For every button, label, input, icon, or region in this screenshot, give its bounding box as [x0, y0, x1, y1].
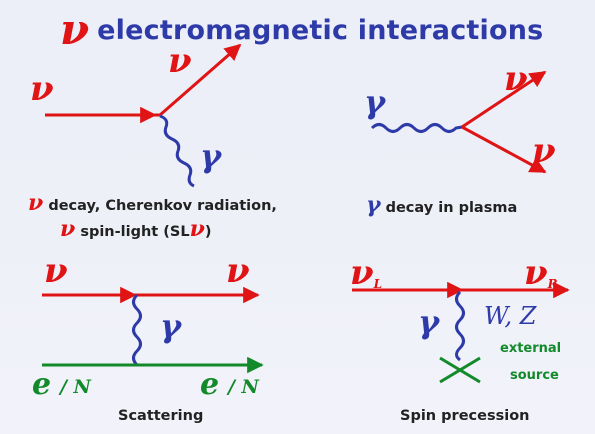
photon-wavy-line [132, 293, 142, 367]
precession-wz-label: W, Z [484, 302, 537, 330]
caption-nu-symbol: ν [189, 216, 205, 242]
caption-nu-symbol: ν [60, 216, 76, 242]
caption-text: Spin precession [400, 408, 530, 424]
caption-text: decay, Cherenkov radiation, [43, 198, 277, 214]
plasma-diagram [370, 70, 547, 174]
scattering-diagram [42, 286, 264, 374]
title-nu-symbol: ν [60, 5, 90, 54]
decay-photon-label: γ [200, 137, 222, 175]
external-source-label-line1: external [500, 341, 562, 356]
scatter-nu-out-label: ν [226, 251, 250, 291]
scatter-e-out-label: e [200, 367, 220, 402]
plasma-photon-label: γ [364, 83, 386, 121]
caption-text: spin-light (SL [75, 224, 190, 240]
nu-left-subscript: L [373, 277, 383, 291]
precession-nu-out-label: νR [524, 256, 558, 290]
external-source-cross-icon [439, 356, 481, 384]
photon-wavy-line [455, 290, 465, 362]
outgoing-neutrino-bottom-line [461, 125, 547, 174]
outgoing-neutrino-top-line [461, 70, 547, 129]
precession-caption: Spin precession [400, 409, 529, 424]
precession-photon-label: γ [418, 303, 440, 341]
photon-wavy-line [370, 123, 463, 133]
precession-nu-in-label: νL [350, 256, 382, 290]
caption-text: Scattering [118, 408, 204, 424]
scatter-nu-in-label: ν [44, 251, 68, 291]
caption-nu-symbol: ν [28, 190, 44, 216]
outgoing-neutrino-line [159, 43, 242, 117]
plasma-nu-bottom-label: ν [532, 131, 556, 171]
external-source-label-line2: source [510, 368, 559, 383]
precession-diagram [352, 281, 570, 384]
decay-caption-line2: ν spin-light (SLν) [60, 218, 211, 240]
decay-outgoing-nu-label: ν [168, 41, 192, 81]
nu-symbol: ν [524, 253, 548, 293]
decay-diagram [45, 43, 242, 188]
nu-symbol: ν [350, 253, 374, 293]
decay-incoming-nu-label: ν [30, 69, 54, 109]
scatter-photon-label: γ [160, 307, 182, 345]
caption-gamma-symbol: γ [366, 192, 381, 218]
slide-title: ν electromagnetic interactions [60, 4, 543, 56]
plasma-caption: γ decay in plasma [366, 194, 517, 216]
scatter-n-out-label: / N [228, 376, 259, 398]
photon-wavy-line [159, 114, 195, 188]
nu-right-subscript: R [547, 277, 558, 291]
scattering-caption: Scattering [118, 409, 203, 424]
caption-text-end: ) [204, 224, 212, 240]
scatter-e-in-label: e [32, 367, 52, 402]
decay-caption-line1: ν decay, Cherenkov radiation, [28, 192, 277, 214]
scatter-n-in-label: / N [60, 376, 91, 398]
caption-text: decay in plasma [380, 200, 518, 216]
title-text: electromagnetic interactions [97, 14, 544, 46]
plasma-nu-top-label: ν [504, 59, 528, 99]
